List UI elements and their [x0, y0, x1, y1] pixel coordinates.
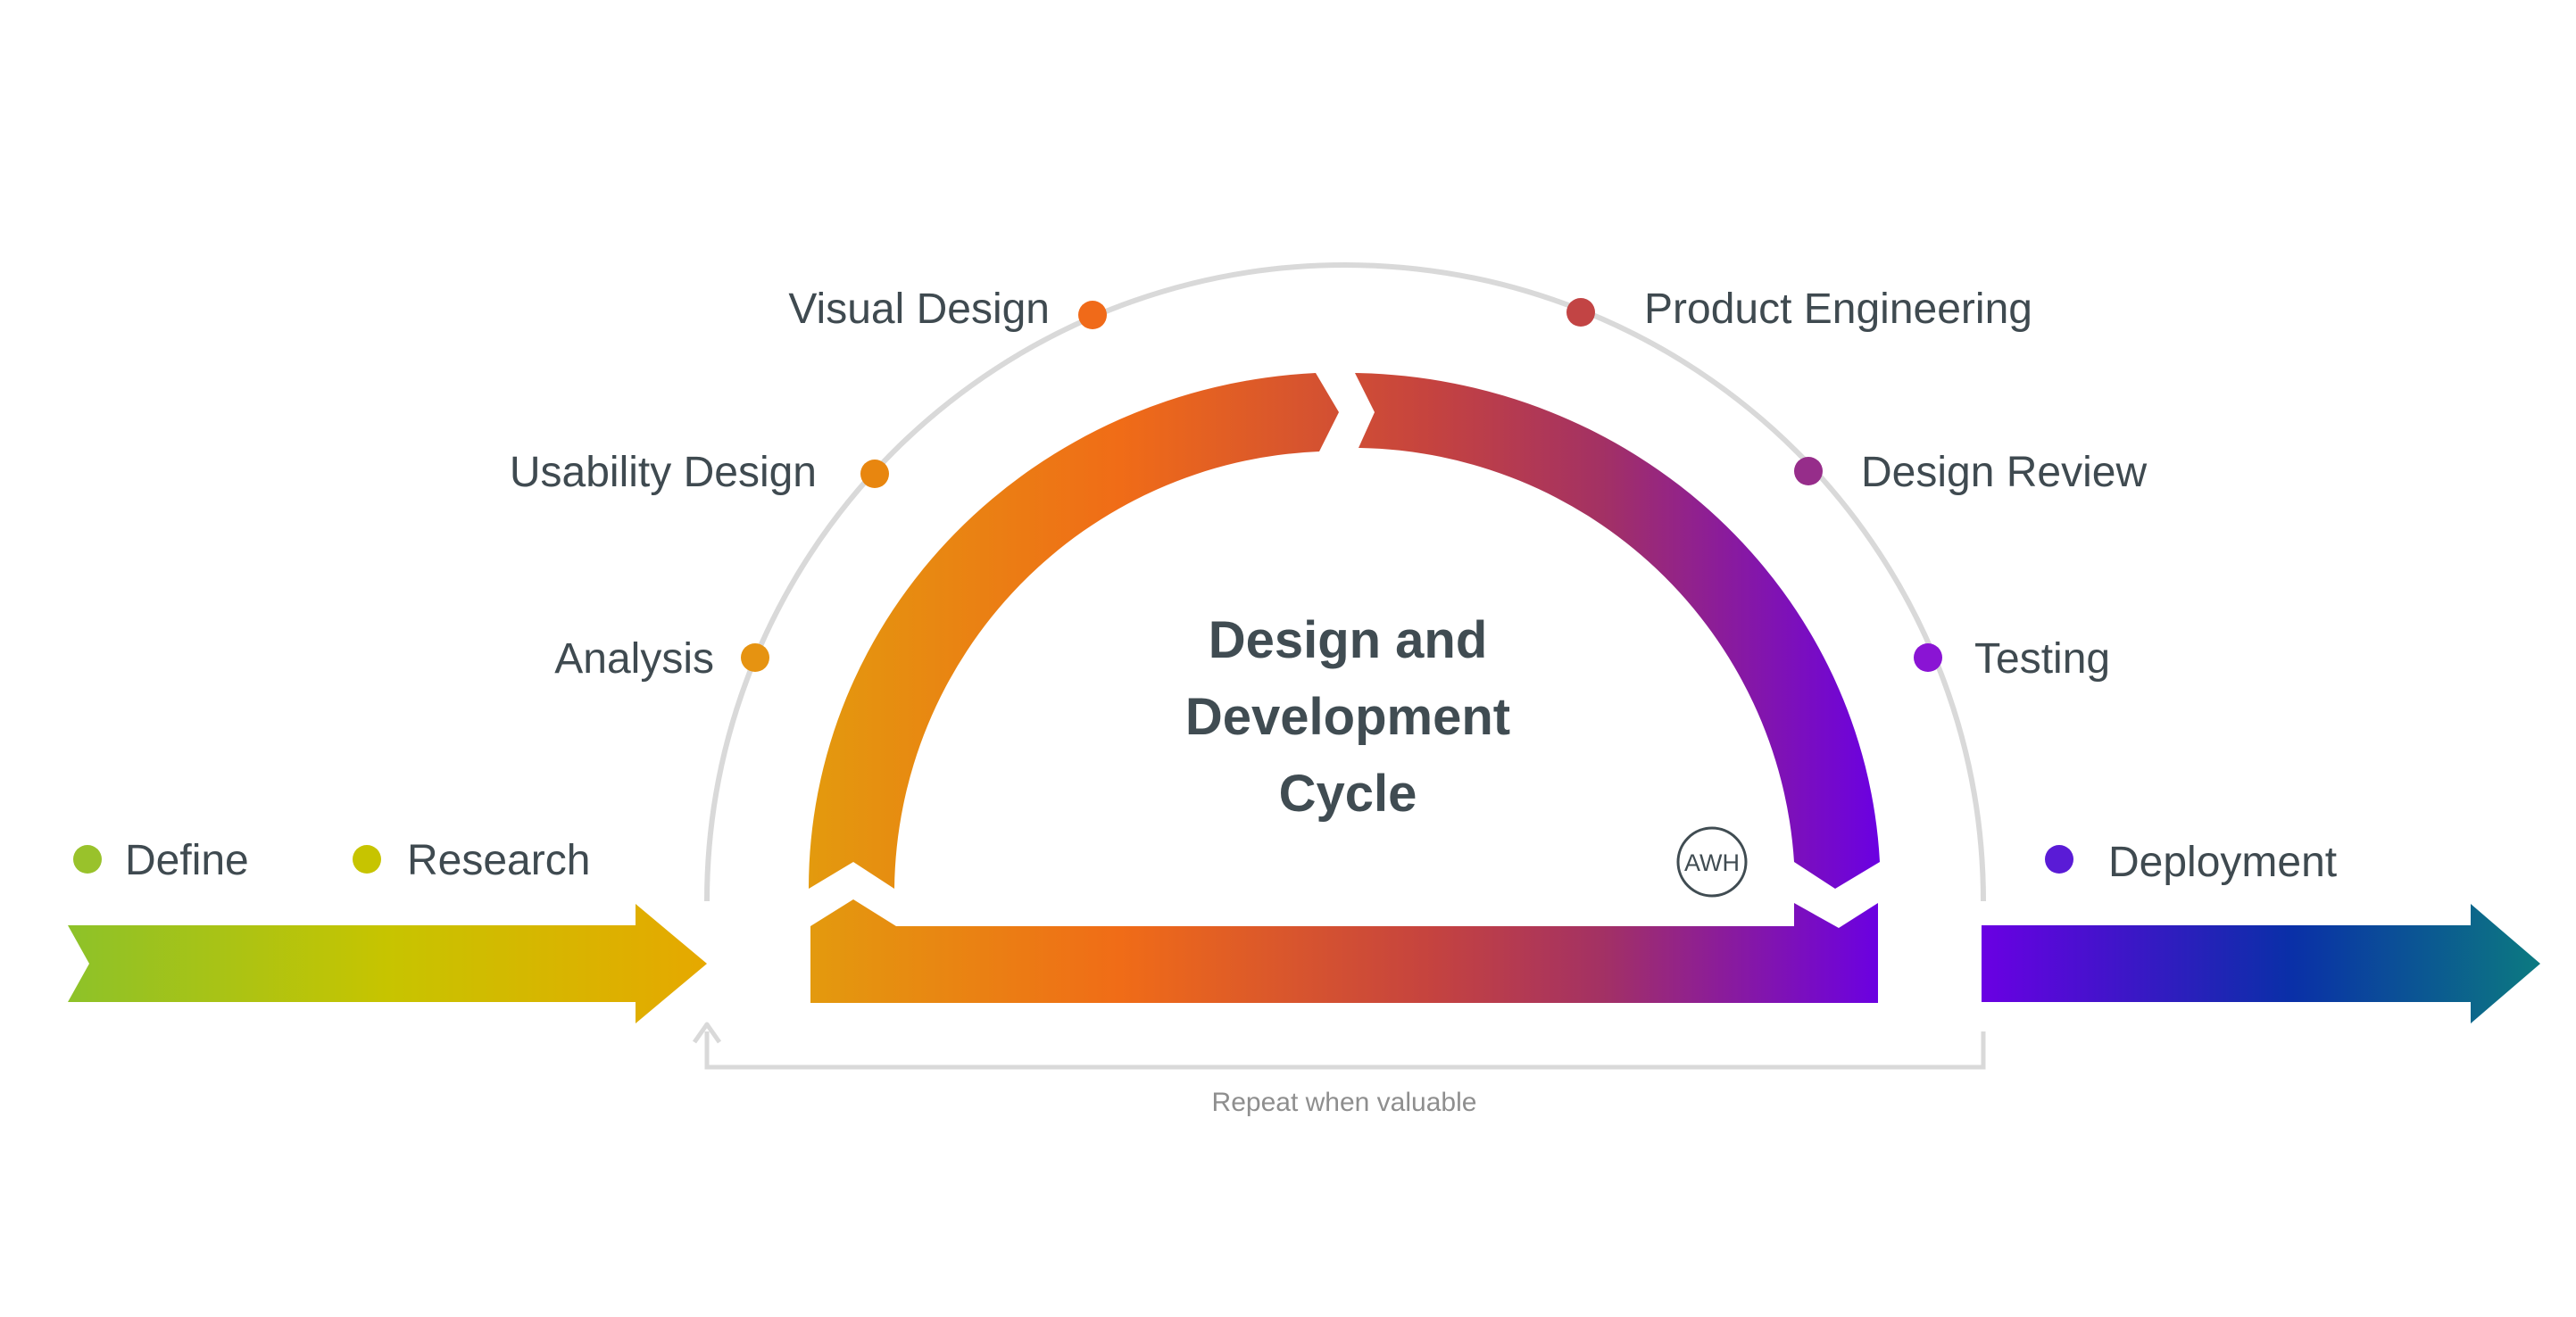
analysis-label: Analysis [554, 635, 714, 683]
awh-logo: AWH [1676, 826, 1748, 898]
awh-logo-ring [1676, 826, 1748, 898]
guide-arc [704, 262, 1986, 902]
repeat-when-valuable-label: Repeat when valuable [1212, 1088, 1477, 1117]
deployment-arrow [1982, 904, 2540, 1023]
visual-design-label: Visual Design [788, 286, 1050, 333]
repeat-loop-line [704, 1031, 1986, 1070]
cycle-bottom-bar [810, 899, 1878, 1003]
research-label: Research [407, 837, 590, 884]
visual-design-dot [1078, 301, 1107, 329]
center-title-line-3: Cycle [1279, 765, 1417, 823]
center-title: Design and Development Cycle [1185, 611, 1510, 823]
deployment-dot [2045, 845, 2073, 874]
center-title-line-2: Development [1185, 688, 1510, 746]
awh-logo-text: AWH [1684, 849, 1740, 876]
repeat-loop-arrowhead [692, 1022, 722, 1044]
product-engineering-label: Product Engineering [1644, 286, 2032, 333]
deployment-label: Deployment [2108, 839, 2337, 886]
testing-dot [1914, 643, 1942, 672]
define-dot [73, 845, 102, 874]
incoming-arrow [68, 904, 707, 1023]
cycle-arc-left [808, 373, 1339, 889]
usability-design-dot [860, 460, 889, 488]
product-engineering-dot [1566, 298, 1595, 327]
usability-design-label: Usability Design [510, 449, 817, 496]
design-review-dot [1794, 457, 1823, 485]
center-title-line-1: Design and [1209, 611, 1488, 669]
design-review-label: Design Review [1861, 449, 2147, 496]
define-label: Define [125, 837, 249, 884]
cycle-arc-right [1355, 373, 1880, 889]
research-dot [353, 845, 381, 874]
testing-label: Testing [1974, 635, 2110, 683]
analysis-dot [741, 643, 769, 672]
